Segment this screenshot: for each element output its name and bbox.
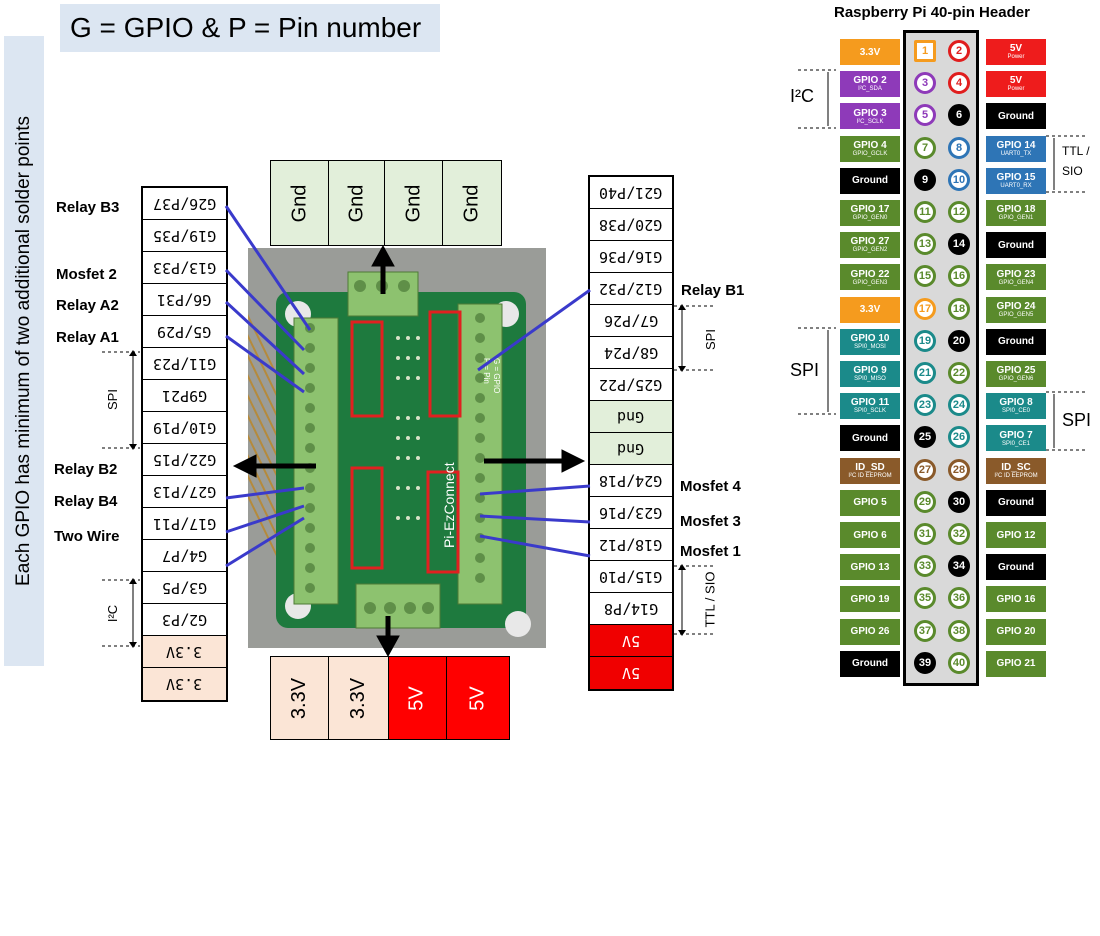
header-pin: 28 <box>948 459 970 481</box>
header-pin-tag-right: GPIO 14UART0_TX <box>986 136 1046 162</box>
header-pin-tag-left: GPIO 17GPIO_GEN0 <box>840 200 900 226</box>
header-i2c-label: I²C <box>790 86 814 107</box>
header-pin: 38 <box>948 620 970 642</box>
header-pin-tag-right: GPIO 16 <box>986 586 1046 612</box>
header-pin-tag-right: Ground <box>986 329 1046 355</box>
header-pin-tag-left: GPIO 22GPIO_GEN3 <box>840 264 900 290</box>
connector-line <box>478 290 590 370</box>
header-pin: 20 <box>948 330 970 352</box>
header-pin-tag-left: ID_SDI²C ID EEPROM <box>840 458 900 484</box>
header-pin-tag-left: GPIO 27GPIO_GEN2 <box>840 232 900 258</box>
header-pin-tag-right: Ground <box>986 232 1046 258</box>
connector-line <box>226 518 304 566</box>
header-pin: 17 <box>914 298 936 320</box>
header-pin: 12 <box>948 201 970 223</box>
header-pin-tag-right: GPIO 12 <box>986 522 1046 548</box>
header-pin: 19 <box>914 330 936 352</box>
header-pin-tag-right: 5VPower <box>986 39 1046 65</box>
header-pin: 8 <box>948 137 970 159</box>
header-pin: 27 <box>914 459 936 481</box>
header-pin-tag-right: Ground <box>986 103 1046 129</box>
header-diagram-title: Raspberry Pi 40-pin Header <box>834 4 1030 21</box>
header-pin-tag-right: GPIO 8SPI0_CE0 <box>986 393 1046 419</box>
header-pin: 40 <box>948 652 970 674</box>
header-pin: 29 <box>914 491 936 513</box>
header-pin-tag-left: GPIO 4GPIO_GCLK <box>840 136 900 162</box>
header-pin-tag-right: Ground <box>986 554 1046 580</box>
connector-line <box>480 486 590 494</box>
header-pin-tag-left: GPIO 2I²C_SDA <box>840 71 900 97</box>
header-spi-left-label: SPI <box>790 360 819 381</box>
header-pin: 10 <box>948 169 970 191</box>
header-pin: 37 <box>914 620 936 642</box>
header-pin-tag-right: Ground <box>986 490 1046 516</box>
header-body <box>903 30 979 686</box>
header-pin-tag-left: GPIO 3I²C_SCLK <box>840 103 900 129</box>
header-pin: 39 <box>914 652 936 674</box>
header-pin: 1 <box>914 40 936 62</box>
connector-line <box>480 536 590 556</box>
header-pin: 21 <box>914 362 936 384</box>
header-pin-tag-left: GPIO 26 <box>840 619 900 645</box>
header-pin-tag-right: GPIO 18GPIO_GEN1 <box>986 200 1046 226</box>
header-pin-tag-left: Ground <box>840 425 900 451</box>
header-pin-tag-right: GPIO 15UART0_RX <box>986 168 1046 194</box>
header-pin-tag-left: GPIO 6 <box>840 522 900 548</box>
connector-line <box>226 488 304 498</box>
header-pin: 2 <box>948 40 970 62</box>
header-pin: 18 <box>948 298 970 320</box>
header-pin: 11 <box>914 201 936 223</box>
header-pin-tag-right: ID_SCI²C ID EEPROM <box>986 458 1046 484</box>
header-pin-tag-right: GPIO 7SPI0_CE1 <box>986 425 1046 451</box>
header-pin-tag-left: GPIO 9SPI0_MISO <box>840 361 900 387</box>
header-pin-tag-left: GPIO 5 <box>840 490 900 516</box>
header-spi-right-label: SPI <box>1062 410 1091 431</box>
header-pin-tag-left: 3.3V <box>840 297 900 323</box>
header-pin-tag-right: GPIO 20 <box>986 619 1046 645</box>
connector-line <box>480 516 590 522</box>
header-pin-tag-right: 5VPower <box>986 71 1046 97</box>
header-pin: 31 <box>914 523 936 545</box>
header-pin-tag-left: Ground <box>840 651 900 677</box>
header-pin-tag-right: GPIO 24GPIO_GEN5 <box>986 297 1046 323</box>
header-pin-tag-right: GPIO 21 <box>986 651 1046 677</box>
header-pin-tag-right: GPIO 25GPIO_GEN6 <box>986 361 1046 387</box>
header-ttl-label: TTL / <box>1062 144 1090 158</box>
header-pin: 7 <box>914 137 936 159</box>
header-pin-tag-left: 3.3V <box>840 39 900 65</box>
header-pin-tag-left: GPIO 11SPI0_SCLK <box>840 393 900 419</box>
header-pin-tag-left: GPIO 13 <box>840 554 900 580</box>
header-pin-tag-left: GPIO 19 <box>840 586 900 612</box>
header-pin-tag-right: GPIO 23GPIO_GEN4 <box>986 264 1046 290</box>
header-pin: 32 <box>948 523 970 545</box>
header-pin: 9 <box>914 169 936 191</box>
header-pin: 30 <box>948 491 970 513</box>
header-pin-tag-left: GPIO 10SPI0_MOSI <box>840 329 900 355</box>
connector-line <box>226 506 304 532</box>
header-sio-label: SIO <box>1062 164 1083 178</box>
header-pin: 22 <box>948 362 970 384</box>
header-pin-tag-left: Ground <box>840 168 900 194</box>
